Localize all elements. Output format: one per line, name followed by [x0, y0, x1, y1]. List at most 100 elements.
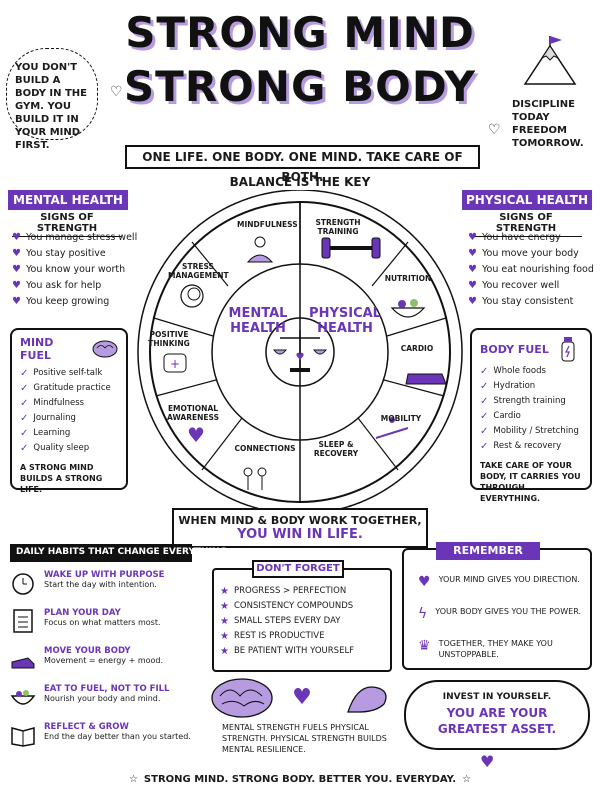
check-icon: ✓ — [480, 396, 489, 407]
invest-line-1: INVEST IN YOURSELF. — [442, 692, 552, 702]
heart-icon: ♡ — [110, 84, 123, 100]
list-item: ♥You ask for help — [12, 278, 142, 294]
salad-bowl-icon — [390, 299, 426, 318]
star-icon: ☆ — [462, 774, 472, 785]
mind-fuel-list: ✓Positive self-talk ✓Gratitude practice … — [20, 366, 118, 456]
list-item: ✓Hydration — [480, 381, 536, 392]
check-icon: ✓ — [480, 381, 489, 392]
physical-health-label: PHYSICAL HEALTH — [462, 190, 592, 210]
mental-signs-list: ♥You manage stress well ♥You stay positi… — [12, 230, 142, 310]
meditation-icon — [246, 236, 274, 263]
mind-fuel-title: MIND FUEL — [20, 336, 54, 362]
list-item: ★REST IS PRODUCTIVE — [220, 631, 325, 642]
segment-sleep-recovery: SLEEP & RECOVERY — [313, 440, 359, 458]
checklist-icon — [13, 609, 33, 633]
sneaker-icon — [11, 657, 35, 669]
stretch-icon — [375, 417, 409, 439]
together-ribbon: WHEN MIND & BODY WORK TOGETHER, YOU WIN … — [172, 508, 428, 548]
svg-text:♥: ♥ — [187, 423, 205, 447]
high-five-icon — [243, 467, 267, 490]
svg-text:+: + — [170, 357, 180, 371]
star-icon: ★ — [220, 646, 229, 657]
list-item: ✓Whole foods — [480, 366, 546, 377]
list-item: ✓Journaling — [20, 413, 76, 424]
check-icon: ✓ — [480, 411, 489, 422]
left-note: YOU DON'T BUILD A BODY IN THE GYM. YOU B… — [15, 62, 88, 151]
heart-icon: ♥ — [468, 296, 477, 307]
daily-habits-heading: DAILY HABITS THAT CHANGE EVERYTHING — [10, 544, 227, 562]
tangle-icon — [180, 284, 204, 308]
physical-signs-list: ♥You have energy ♥You move your body ♥Yo… — [468, 230, 598, 310]
heart-hands-icon: ♥ — [187, 423, 205, 447]
segment-connections: CONNECTIONS — [234, 444, 296, 453]
footer-text: ☆STRONG MIND. STRONG BODY. BETTER YOU. E… — [128, 774, 472, 785]
body-fuel-caption: TAKE CARE OF YOUR BODY, IT CARRIES YOU T… — [480, 461, 581, 503]
list-item: ★PROGRESS > PERFECTION — [220, 586, 347, 597]
segment-strength-training: STRENGTH TRAINING — [315, 218, 361, 236]
list-item: ✓Rest & recovery — [480, 441, 562, 452]
list-item: ✓Cardio — [480, 411, 521, 422]
mountain-flag-icon — [523, 36, 577, 85]
list-item: ♥ YOUR MIND GIVES YOU DIRECTION. — [418, 574, 580, 590]
list-item: ♥You stay consistent — [468, 294, 598, 310]
food-bowl-icon — [10, 690, 36, 705]
check-icon: ✓ — [480, 426, 489, 437]
body-fuel-box: BODY FUEL ✓Whole foods ✓Hydration ✓Stren… — [470, 328, 592, 503]
segment-mobility: MOBILITY — [380, 414, 422, 423]
wheel-physical-health: PHYSICAL HEALTH — [309, 306, 381, 336]
dont-forget-list: ★PROGRESS > PERFECTION ★CONSISTENCY COMP… — [220, 584, 392, 659]
dont-forget-title: DON'T FORGET — [252, 560, 344, 578]
list-item: ♥You keep growing — [12, 294, 142, 310]
heart-icon: ♥ — [418, 574, 431, 590]
list-item: ✓Quality sleep — [20, 443, 90, 454]
check-icon: ✓ — [20, 413, 29, 424]
dont-forget-caption: MENTAL STRENGTH FUELS PHYSICAL STRENGTH.… — [222, 723, 387, 754]
title-line-2: STRONG BODY — [123, 62, 477, 111]
list-item: ♥You manage stress well — [12, 230, 142, 246]
brain-icon — [92, 340, 118, 358]
lightning-icon: ϟ — [418, 606, 428, 622]
segment-cardio: CARDIO — [400, 344, 434, 353]
heart-icon: ♥ — [468, 232, 477, 243]
list-item: ♥You recover well — [468, 278, 598, 294]
crown-icon: ♛ — [418, 638, 431, 654]
check-icon: ✓ — [20, 398, 29, 409]
star-icon: ★ — [220, 616, 229, 627]
together-line-2: YOU WIN IN LIFE. — [237, 527, 363, 542]
title-line-1: STRONG MIND — [125, 8, 475, 57]
remember-title: REMEMBER — [436, 542, 540, 560]
list-item: ♥You move your body — [468, 246, 598, 262]
right-note: DISCIPLINE TODAY FREEDOM TOMORROW. — [512, 99, 584, 149]
left-note-bubble: YOU DON'T BUILD A BODY IN THE GYM. YOU B… — [6, 48, 98, 151]
svg-text:♥: ♥ — [296, 352, 305, 363]
list-item: ✓Positive self-talk — [20, 368, 103, 379]
balance-heading: BALANCE IS THE KEY — [229, 175, 371, 189]
check-icon: ✓ — [20, 443, 29, 454]
heart-icon: ♥ — [12, 248, 21, 259]
list-item: ♥You know your worth — [12, 262, 142, 278]
heart-icon: ♥ — [468, 264, 477, 275]
star-icon: ★ — [220, 631, 229, 642]
star-icon: ☆ — [128, 774, 138, 785]
balance-scale-icon: ♥ — [272, 330, 328, 372]
heart-icon: ♥ — [12, 296, 21, 307]
remember-list: ♥ YOUR MIND GIVES YOU DIRECTION. ϟ YOUR … — [418, 574, 588, 670]
physical-signs-heading: SIGNS OF STRENGTH — [470, 212, 582, 237]
mental-signs-heading: SIGNS OF STRENGTH — [12, 212, 122, 237]
invest-line-2: YOU ARE YOUR GREATEST ASSET. — [437, 706, 557, 736]
list-item: ✓Strength training — [480, 396, 566, 407]
list-item: ϟ YOUR BODY GIVES YOU THE POWER. — [418, 606, 582, 622]
heart-icon: ♥ — [468, 248, 477, 259]
segment-emotional-awareness: EMOTIONAL AWARENESS — [167, 404, 219, 422]
heart-icon: ♥ — [12, 232, 21, 243]
list-item: ★BE PATIENT WITH YOURSELF — [220, 646, 355, 657]
list-item: ✓Mindfulness — [20, 398, 85, 409]
segment-mindfulness: MINDFULNESS — [237, 220, 298, 229]
list-item: ♥You eat nourishing food — [468, 262, 598, 278]
brain-heart-muscle-icons: ♥ — [211, 678, 387, 718]
